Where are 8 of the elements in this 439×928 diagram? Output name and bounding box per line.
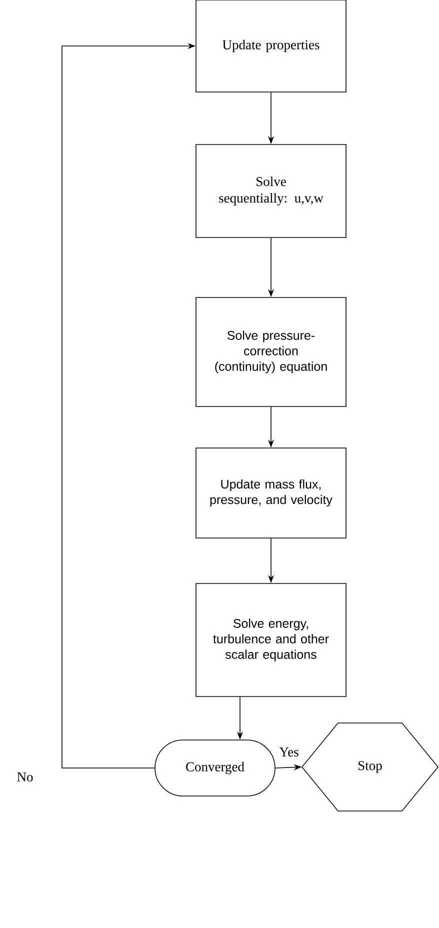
- process-box: Update mass flux, pressure, and velocity: [196, 448, 346, 538]
- decision-terminal: Converged: [154, 740, 276, 796]
- process-box: Solve energy, turbulence and other scalar equations: [196, 583, 346, 697]
- edge-label: Yes: [278, 746, 300, 758]
- edge-label: No: [16, 772, 34, 782]
- process-box: Solve sequentially: u,v,w: [196, 144, 346, 238]
- process-box: Update properties: [196, 0, 346, 92]
- process-box: Solve pressure-correction (continuity) equation: [196, 297, 346, 407]
